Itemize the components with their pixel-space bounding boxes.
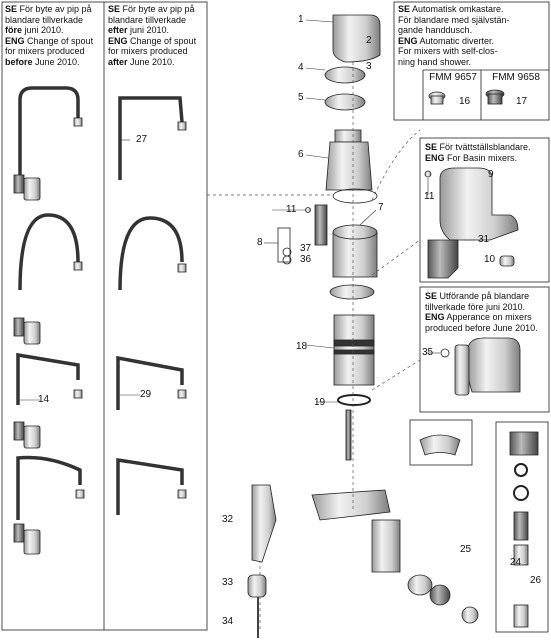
part-label-11a: 11: [286, 204, 297, 215]
note-diverter-line4: Automatic diverter.: [417, 35, 495, 46]
note-before-2010: SE För byte av pip på blandare tillverka…: [5, 4, 101, 67]
note-diverter: SE Automatisk omkastare. För blandare me…: [398, 4, 548, 67]
note-diverter-eng: ENG: [398, 35, 418, 46]
note-before-line4: Change of spout: [24, 35, 94, 46]
appearance-parts: [440, 337, 521, 396]
note-appearance-line3: Apperance on mixers: [444, 312, 532, 322]
appearance-box: [419, 286, 550, 413]
note-after-eng: ENG: [108, 35, 128, 46]
hand-shower: [247, 484, 277, 638]
note-before-eng: ENG: [5, 35, 25, 46]
part-label-3: 3: [366, 61, 372, 72]
spout-after-tips: [177, 121, 187, 499]
part-label-6: 6: [298, 149, 304, 160]
note-appearance-eng: ENG: [425, 312, 445, 322]
part-label-18: 18: [296, 341, 308, 352]
code-fmm-9657: FMM 9657: [429, 72, 477, 83]
part-label-35: 35: [422, 347, 434, 358]
part-label-29: 29: [140, 389, 152, 400]
spout-before-curved: [16, 86, 82, 520]
note-after-line1: För byte av pip på: [120, 4, 195, 14]
note-diverter-se: SE: [398, 4, 411, 14]
seal-kit-parts: [277, 204, 328, 265]
part-label-34: 34: [222, 616, 234, 627]
part-label-26: 26: [530, 575, 542, 586]
bottom-right-parts: [409, 419, 549, 633]
note-appearance-line2: tillverkade före juni 2010.: [425, 301, 526, 312]
note-diverter-line5: For mixers with self-clos-: [398, 46, 498, 56]
part-label-25: 25: [460, 544, 472, 555]
diverter-parts: [428, 89, 505, 105]
basin-box: [419, 137, 550, 283]
note-after-line6: June 2010.: [127, 56, 175, 67]
note-after-2010: SE För byte av pip på blandare tillverka…: [108, 4, 204, 67]
part-label-14: 14: [38, 394, 50, 405]
spout-panel: [1, 1, 208, 631]
note-appearance-line1: Utförande på blandare: [437, 291, 530, 301]
leader-lines: [20, 19, 476, 403]
part-label-16: 16: [459, 96, 471, 107]
note-basin-eng: ENG: [425, 152, 445, 163]
spout-before-bases: [13, 117, 85, 555]
part-label-7: 7: [378, 202, 384, 213]
note-basin-line1: För tvättställsblandare.: [437, 142, 531, 152]
part-label-19: 19: [314, 397, 326, 408]
note-before-line2: blandare tillverkade: [5, 14, 84, 25]
note-after-line2: blandare tillverkade: [108, 14, 187, 25]
code-fmm-9658: FMM 9658: [492, 72, 540, 83]
part-label-4: 4: [298, 62, 304, 73]
part-label-11b: 11: [424, 191, 435, 202]
note-before-line3: juni 2010.: [22, 25, 64, 35]
part-label-17: 17: [516, 96, 528, 107]
note-basin: SE För tvättställsblandare. ENG For Basi…: [425, 142, 547, 163]
part-label-24: 24: [510, 557, 522, 568]
part-label-32: 32: [222, 514, 234, 525]
note-diverter-line6: ning hand shower.: [398, 56, 472, 67]
part-label-37: 37: [300, 243, 312, 254]
part-label-9: 9: [488, 169, 494, 180]
note-after-line4: Change of spout: [127, 35, 197, 46]
note-before-se: SE: [5, 4, 18, 14]
note-after-emph1: efter: [108, 25, 128, 35]
part-label-5: 5: [298, 92, 304, 103]
note-before-emph1: före: [5, 25, 23, 35]
note-after-line5: for mixers produced: [108, 46, 188, 56]
note-appearance-se: SE: [425, 291, 438, 301]
part-label-33: 33: [222, 577, 234, 588]
note-diverter-line3: gande handdusch.: [398, 25, 473, 35]
dashed-guides: [259, 62, 421, 630]
part-label-36: 36: [300, 254, 312, 265]
part-label-31: 31: [478, 234, 490, 245]
diverter-box: [393, 1, 550, 121]
note-before-line5: for mixers produced: [5, 46, 85, 56]
note-before-line1: För byte av pip på: [17, 4, 92, 14]
part-label-2: 2: [366, 35, 372, 46]
part-label-1: 1: [298, 14, 304, 25]
note-after-se: SE: [108, 4, 121, 14]
note-after-line3: juni 2010.: [127, 25, 170, 35]
center-stack: [311, 14, 479, 624]
part-label-27: 27: [136, 134, 148, 145]
note-after-emph2: after: [108, 56, 128, 67]
note-diverter-line2: För blandare med självstän-: [398, 14, 510, 25]
note-appearance: SE Utförande på blandare tillverkade för…: [425, 291, 547, 333]
part-label-10: 10: [484, 254, 496, 265]
basin-parts: [424, 167, 519, 279]
note-before-emph2: before: [5, 56, 33, 67]
note-appearance-line4: produced before June 2010.: [425, 322, 538, 333]
note-basin-se: SE: [425, 142, 438, 152]
note-diverter-line1: Automatisk omkastare.: [410, 4, 504, 14]
spout-after-curved: [116, 96, 184, 515]
note-basin-line2: For Basin mixers.: [444, 152, 518, 163]
part-label-8: 8: [257, 237, 263, 248]
note-before-line6: June 2010.: [32, 56, 80, 67]
